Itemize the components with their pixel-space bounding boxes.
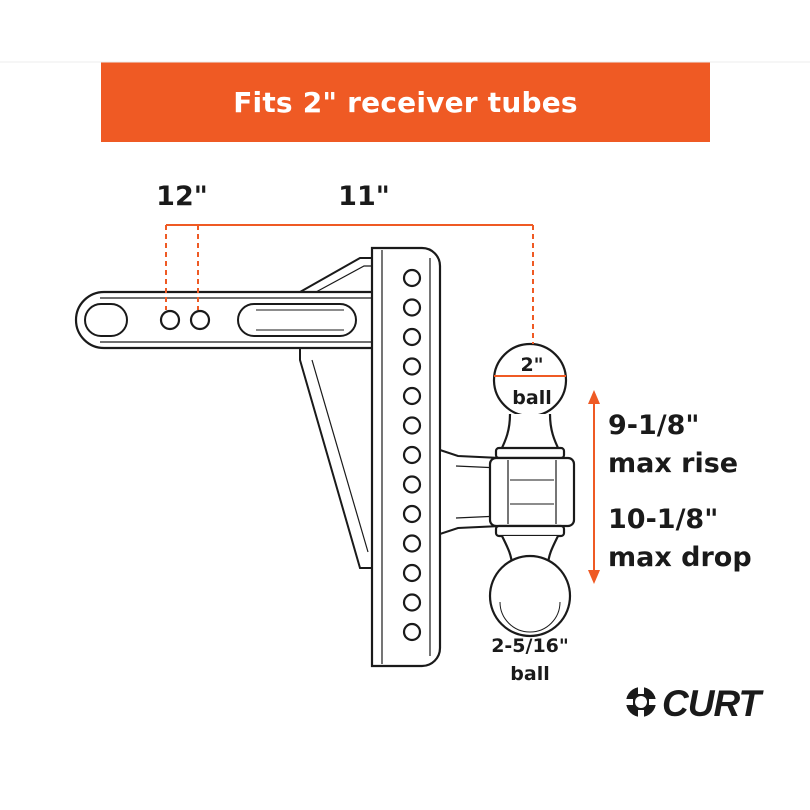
top-ball-size: 2": [520, 354, 543, 376]
adjustment-hole: [402, 327, 422, 347]
adjustment-hole: [402, 534, 422, 553]
adjustment-hole: [402, 357, 422, 376]
adjustment-hole: [402, 593, 422, 612]
fit-banner: Fits 2" receiver tubes: [101, 62, 710, 142]
dimension-lines: [165, 224, 600, 584]
shank-body: [74, 290, 378, 350]
adjustment-hole: [402, 386, 422, 406]
rise-label: max rise: [608, 448, 738, 479]
drop-arrowhead: [588, 570, 600, 584]
adjustment-hole: [402, 622, 422, 642]
top-ball-label: ball: [512, 387, 551, 409]
adjustment-hole: [402, 416, 422, 435]
adjustment-hole: [402, 563, 422, 583]
adjustment-holes: [402, 268, 422, 642]
curt-logo-icon: [626, 687, 656, 717]
adjustment-hole: [402, 268, 422, 288]
brand-name: CURT: [662, 683, 764, 724]
shank-end-slot: [84, 303, 128, 337]
shank-long-slot: [237, 303, 357, 337]
bottom-ball-label: ball: [510, 663, 549, 685]
top-collar: [494, 446, 566, 460]
top-ball-neck: [498, 413, 562, 454]
adjustment-hole: [402, 445, 422, 465]
gusset-top-inner: [315, 265, 376, 293]
shank: [74, 290, 378, 350]
pin-hole-11: [189, 309, 211, 331]
bottom-ball: [488, 554, 572, 638]
bottom-ball-shade: [499, 601, 561, 633]
adjustment-hole: [402, 298, 422, 317]
drop-shank-body: [370, 246, 442, 668]
center-hex: [488, 456, 576, 528]
gusset-bottom-inner: [311, 359, 369, 553]
adjustment-hole: [402, 504, 422, 524]
pin-11-label: 11": [338, 181, 390, 212]
curt-logo: CURT: [626, 683, 765, 724]
rise-value: 9-1/8": [608, 410, 700, 441]
bottom-ball-size: 2-5/16": [491, 635, 569, 657]
drop-shank: [370, 246, 442, 668]
bottom-collar: [494, 524, 566, 538]
rise-arrowhead: [588, 390, 600, 404]
adjustment-hole: [402, 475, 422, 494]
pin-12-label: 12": [156, 181, 208, 212]
gusset-bottom: [299, 348, 372, 569]
pin-hole-12: [159, 309, 181, 331]
gusset-top: [299, 257, 376, 293]
drop-label: max drop: [608, 542, 752, 573]
drop-value: 10-1/8": [608, 504, 718, 535]
banner-text: Fits 2" receiver tubes: [233, 85, 578, 119]
dual-ball-assembly: [488, 342, 576, 638]
